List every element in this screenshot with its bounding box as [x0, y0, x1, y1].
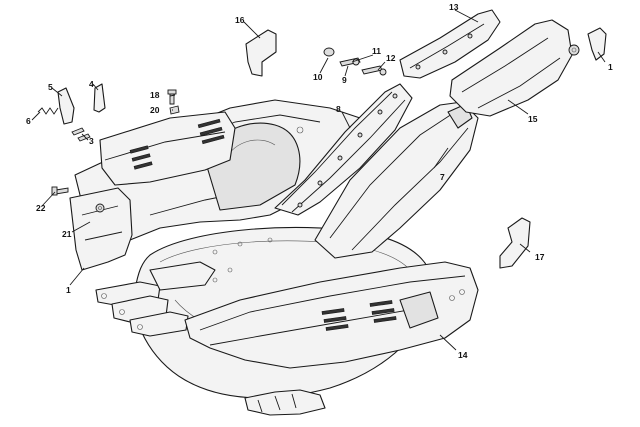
callout-21: 21: [62, 229, 72, 239]
spring-6: [37, 107, 59, 115]
callout-6: 6: [26, 116, 31, 126]
callout-8: 8: [336, 104, 341, 114]
callout-4: 4: [89, 79, 94, 89]
callout-10: 10: [313, 72, 323, 82]
hardware: [37, 27, 607, 269]
bottom-vented-housing: [184, 261, 479, 369]
left-vented-housing: [99, 111, 236, 186]
central-duct: [314, 101, 479, 259]
seal-duct: [274, 83, 413, 216]
callout-14: 14: [458, 350, 468, 360]
callout-3: 3: [89, 136, 94, 146]
callouts: 1 1 3 4 5 6 7 8 9 10 11 12 13 14 15 16 1…: [26, 2, 613, 360]
bolt-11: [361, 65, 383, 75]
callout-1-left: 1: [66, 285, 71, 295]
callout-22: 22: [36, 203, 46, 213]
callout-7: 7: [440, 172, 445, 182]
callout-11: 11: [372, 46, 381, 56]
callout-15: 15: [528, 114, 538, 124]
clip-right: [587, 27, 607, 61]
top-rail: [399, 9, 501, 79]
callout-12: 12: [386, 53, 396, 63]
callout-16: 16: [235, 15, 245, 25]
leader-lines: [31, 9, 606, 351]
callout-9: 9: [342, 75, 347, 85]
left-side-cover: [69, 187, 133, 271]
callout-5: 5: [48, 82, 53, 92]
washer-10: [323, 47, 335, 57]
bracket-5: [57, 87, 75, 125]
nut-12: [379, 68, 387, 76]
bracket-16: [245, 29, 277, 77]
bracket-4: [93, 83, 106, 113]
callout-17: 17: [535, 252, 545, 262]
callout-20: 20: [150, 105, 160, 115]
callout-1-right: 1: [608, 62, 613, 72]
callout-18: 18: [150, 90, 160, 100]
callout-13: 13: [449, 2, 459, 12]
right-cover: [449, 19, 580, 117]
bracket-17: [499, 217, 531, 269]
